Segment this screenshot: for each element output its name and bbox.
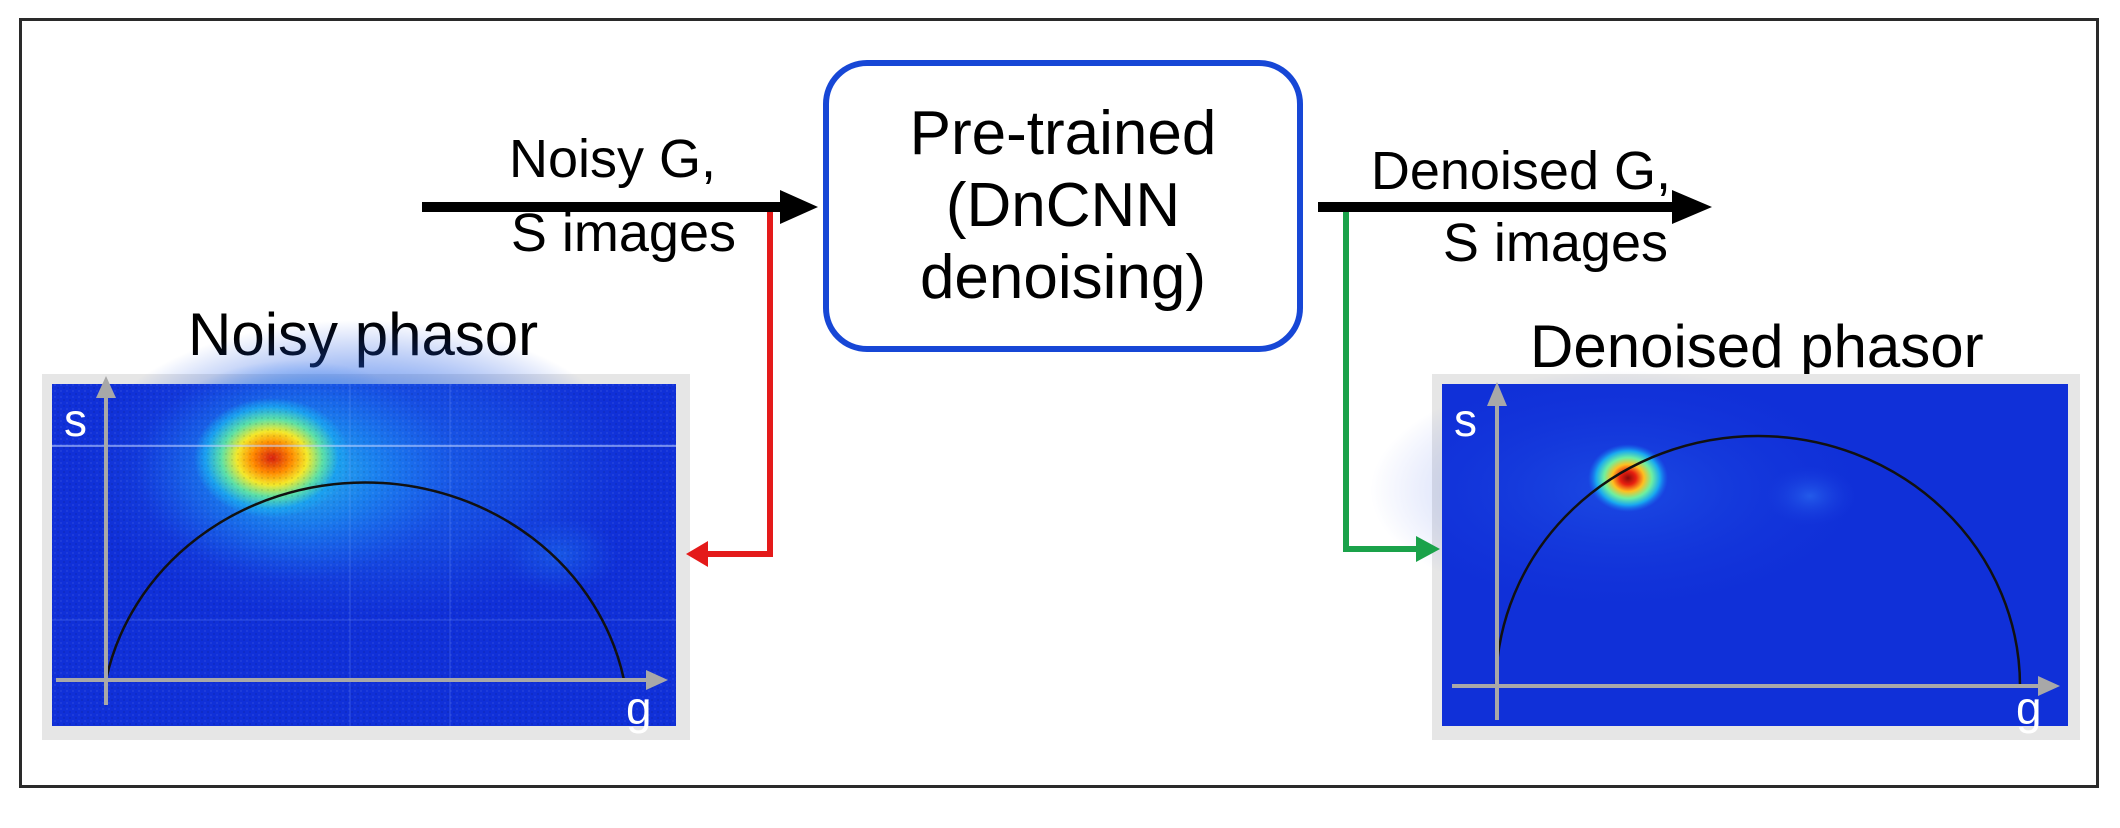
noisy-y-axis-arrowhead [96,376,116,398]
noisy-x-axis-arrowhead [646,670,668,690]
noisy-s-axis-label: s [64,394,87,446]
denoised-g-axis-label: g [2016,682,2042,734]
red-arrow-head [686,541,708,567]
denoised-x-axis-arrowhead [2038,676,2060,696]
model-label-line1: Pre-trained [909,99,1217,168]
output-label-line2: S images [1442,213,1668,273]
output-label-line1: Denoised G, [1370,141,1671,201]
output-arrow-head [1672,190,1712,224]
denoised-s-axis-label: s [1454,394,1477,446]
green-arrow-head [1416,536,1440,562]
red-connector-arrow [704,212,773,557]
input-label-line2: S images [510,203,736,263]
green-connector-arrow [1343,212,1420,552]
model-box: Pre-trained (DnCNN denoising) [823,60,1303,352]
denoised-y-axis-arrowhead [1487,382,1507,406]
noisy-phasor-plot: s g [42,320,690,740]
noisy-g-axis-label: g [626,682,652,734]
denoised-universal-circle [1494,434,2022,687]
input-label-line1: Noisy G, [508,129,716,189]
model-label-line2: (DnCNN [945,171,1181,240]
noisy-universal-circle [104,481,626,681]
denoised-phasor-title: Denoised phasor [1530,313,1984,380]
figure-frame [19,18,2099,788]
denoised-phasor-plot: s g [1370,370,2080,740]
input-arrow-head [780,190,818,224]
model-label-line3: denoising) [919,243,1207,312]
denoised-hotspot [1588,444,1668,512]
